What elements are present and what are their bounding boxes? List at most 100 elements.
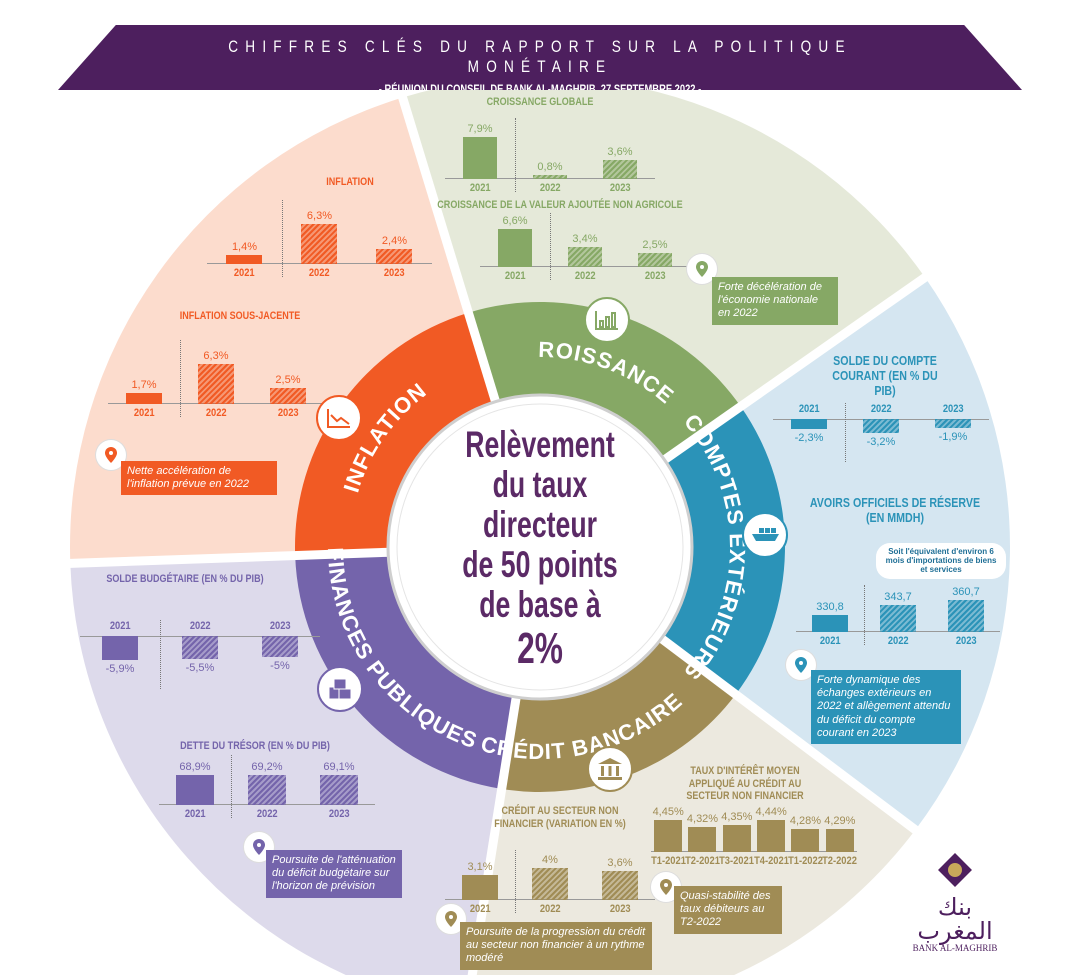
center-circle (386, 393, 694, 701)
bar (757, 820, 786, 852)
ring-segment-finances (295, 552, 517, 789)
center-message: Relèvement du taux directeur de 50 point… (432, 425, 648, 672)
bar (197, 364, 234, 404)
category-label: 2023 (277, 407, 299, 419)
data-label: -2,3% (794, 432, 824, 445)
category-label: 2021 (469, 903, 491, 915)
line-chart-icon (316, 395, 362, 441)
data-label: 360,7 (952, 586, 980, 598)
chart-compte-courant: 2021 -2,3% 2022-3,2%2023-1,9% (773, 403, 989, 462)
chart-column: 2,5%2023 (620, 213, 690, 282)
data-label: -5,9% (105, 663, 135, 675)
bar (722, 825, 751, 852)
category-label: 2022 (205, 407, 227, 419)
data-label: 2,4% (381, 234, 407, 247)
chart-title-va-non-agricole: CROISSANCE DE LA VALEUR AJOUTÉE NON AGRI… (437, 199, 683, 211)
category-label: 2022 (539, 182, 561, 194)
data-label: 4,35% (721, 811, 753, 823)
bar (602, 159, 637, 179)
chart-column: 4,32%T2-2021 (685, 805, 720, 867)
forecast-separator (179, 340, 181, 417)
forecast-separator (159, 620, 161, 689)
forecast-separator (844, 403, 846, 462)
category-label: T1-2021 (650, 855, 686, 867)
ring-segment-credit (501, 637, 736, 792)
chart-column: 3,6%2023 (585, 850, 655, 915)
bar (301, 224, 338, 264)
chart-title-solde-budgetaire: SOLDE BUDGÉTAIRE (EN % DU PIB) (106, 573, 264, 585)
category-label: 2022 (574, 270, 596, 282)
data-label: 69,2% (251, 760, 283, 773)
category-label: 2021 (798, 403, 820, 415)
bar (269, 388, 306, 404)
bar (462, 137, 497, 179)
bar (261, 636, 298, 657)
bar (175, 775, 214, 805)
note-inflation: Nette accélération de l'inflation prévue… (121, 461, 277, 496)
data-label: 4,45% (652, 806, 684, 818)
bar (825, 828, 854, 852)
category-label: T1-2022 (788, 855, 823, 867)
forecast-separator (549, 213, 551, 280)
chart-column: 1,4%2021 (207, 200, 282, 279)
bar (790, 419, 827, 430)
data-label: -5,5% (185, 662, 215, 675)
category-label: 2022 (256, 808, 278, 820)
chart-column: 2021 -2,3% (773, 403, 845, 448)
data-label: 343,7 (884, 591, 912, 604)
category-label: 2023 (269, 620, 291, 632)
center-line: du taux directeur (482, 463, 598, 545)
category-label: 2023 (328, 808, 350, 820)
chart-column: 0,8%2022 (515, 118, 585, 194)
chart-column: 4,28%T1-2022 (788, 805, 823, 867)
chart-column: 4,44%T4-2021 (754, 805, 789, 867)
bar (101, 635, 138, 660)
chart-column: 2023-1,9% (917, 403, 989, 448)
bar (125, 393, 162, 404)
bar (879, 605, 916, 632)
chart-column: 6,3%2022 (282, 200, 357, 279)
category-label: 2021 (133, 407, 155, 419)
note-taux: Quasi-stabilité des taux débiteurs au T2… (674, 886, 782, 934)
category-label: 2023 (644, 270, 666, 282)
category-label: 2022 (309, 267, 330, 279)
bar (934, 419, 971, 428)
bar (531, 868, 568, 900)
logo-arabic: بنك المغرب (917, 893, 993, 945)
bar (532, 174, 567, 179)
chart-column: 2,4%2023 (357, 200, 432, 279)
data-label: 4,44% (755, 806, 787, 818)
forecast-separator (281, 200, 283, 277)
category-label: 2021 (184, 808, 206, 820)
category-label: 2022 (189, 620, 211, 632)
chart-column: 2022-3,2% (845, 403, 917, 448)
bar (811, 615, 848, 632)
logo-latin: BANK AL-MAGHRIB (912, 943, 998, 953)
data-label: -3,2% (866, 436, 896, 448)
note-finances: Poursuite de l'atténuation du déficit bu… (266, 850, 402, 898)
data-label: 3,6% (607, 145, 633, 158)
data-label: 330,8 (816, 601, 844, 614)
forecast-separator (514, 118, 516, 192)
header-banner: CHIFFRES CLÉS DU RAPPORT SUR LA POLITIQU… (58, 25, 1022, 90)
header-subtitle: - RÉUNION DU CONSEIL DE BANK AL-MAGHRIB,… (378, 82, 702, 96)
chart-column: 2021-5,9% (80, 620, 160, 675)
data-label: 6,3% (203, 350, 229, 363)
data-label: 4,29% (824, 814, 856, 827)
bar (637, 252, 672, 267)
bar (862, 418, 899, 433)
sector-divider (660, 267, 936, 465)
chart-column: 4,45% T1-2021 (650, 805, 686, 867)
bar (461, 875, 498, 900)
category-label: 2023 (955, 635, 977, 647)
chart-column: 68,9%2021 (159, 755, 231, 820)
category-label: 2021 (234, 267, 255, 279)
bar (567, 247, 602, 267)
note-croissance: Forte décélération de l'économie nationa… (712, 277, 838, 325)
ring-segment-croissance (468, 301, 741, 461)
chart-column: 7,9%2021 (445, 118, 515, 194)
